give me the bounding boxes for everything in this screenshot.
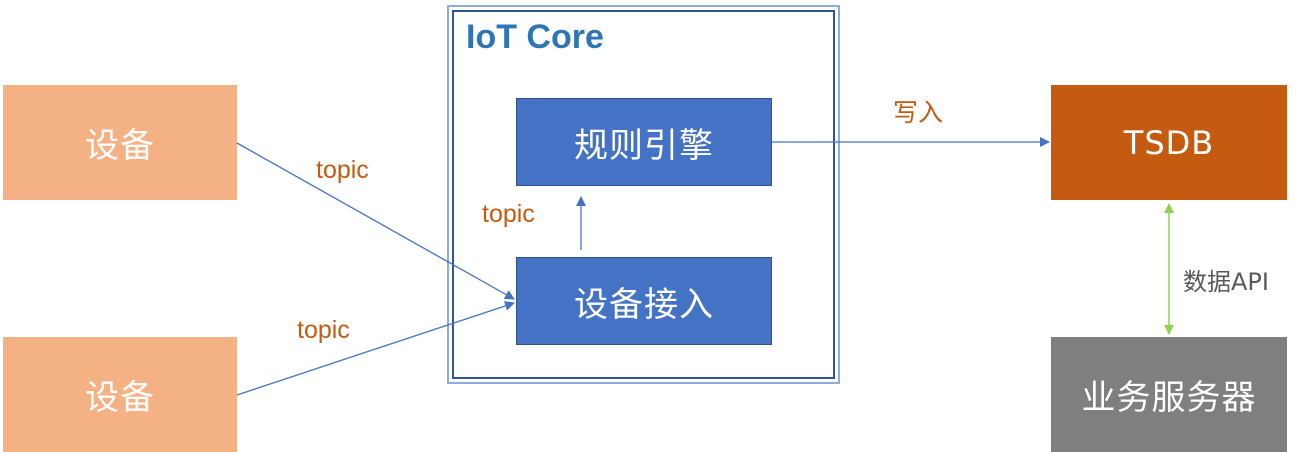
device-box-bottom: 设备 bbox=[3, 337, 237, 452]
topic-label-inner: topic bbox=[482, 200, 535, 228]
arrow-device-top-to-access bbox=[236, 142, 515, 300]
write-label: 写入 bbox=[893, 99, 944, 127]
data-api-label: 数据API bbox=[1183, 268, 1269, 296]
topic-label-bottom: topic bbox=[297, 316, 350, 344]
business-server-box: 业务服务器 bbox=[1051, 337, 1287, 452]
topic-label-top: topic bbox=[316, 156, 369, 184]
tsdb-box: TSDB bbox=[1051, 85, 1287, 200]
iot-core-title: IoT Core bbox=[466, 18, 604, 56]
rule-engine-box: 规则引擎 bbox=[516, 98, 772, 186]
device-access-box: 设备接入 bbox=[516, 257, 772, 345]
arrow-device-bottom-to-access bbox=[236, 301, 515, 396]
device-box-top: 设备 bbox=[3, 85, 237, 200]
iot-core-inner-border bbox=[452, 10, 835, 379]
